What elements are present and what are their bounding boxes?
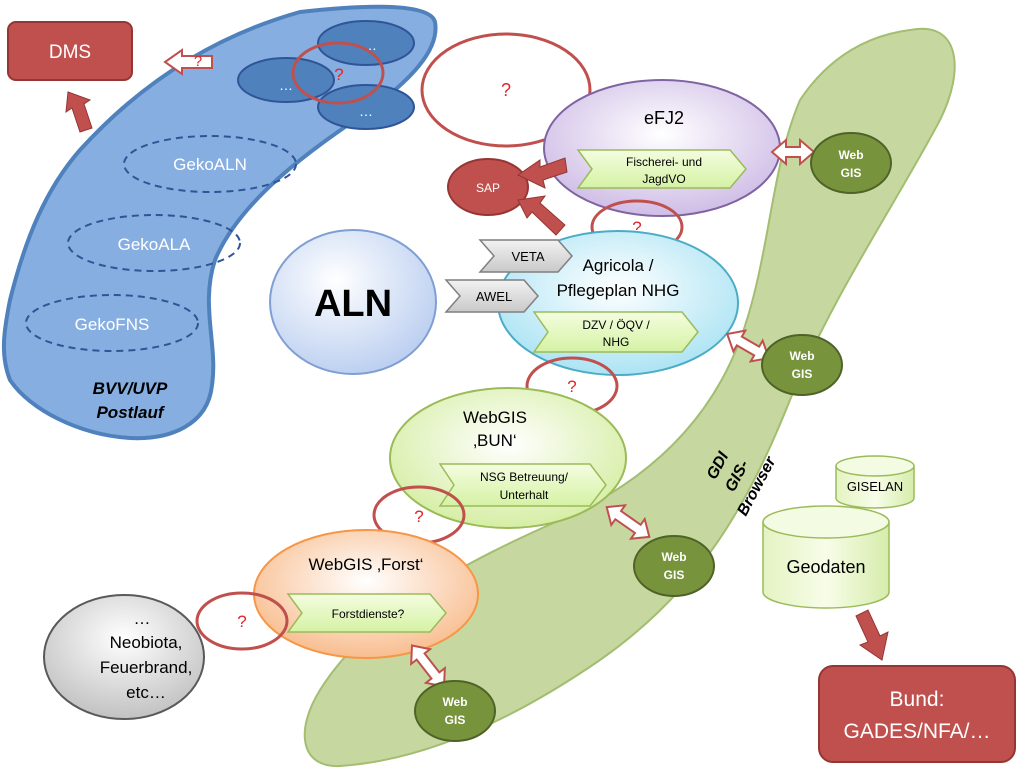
webgis-node[interactable] <box>414 680 496 742</box>
geko-aln-ellipse[interactable] <box>123 135 297 193</box>
bvv-caption-line2: Postlauf <box>96 403 165 422</box>
top-ellipse-1[interactable] <box>317 20 415 66</box>
arrow-to-dms <box>65 91 93 133</box>
question-mark: ? <box>567 377 576 396</box>
aln-ellipse[interactable] <box>269 229 437 375</box>
sap-ellipse[interactable] <box>447 158 529 216</box>
sap-label: SAP <box>476 181 500 195</box>
webgis-node[interactable] <box>633 535 715 597</box>
question-ring <box>195 591 289 651</box>
awel-tag[interactable] <box>444 279 539 313</box>
agricola-tag-line1: DZV / ÖQV / <box>582 318 650 332</box>
dms-box[interactable] <box>7 21 133 81</box>
giselan-label: GISELAN <box>847 479 903 494</box>
question-ring <box>420 32 592 148</box>
agricola-tag[interactable] <box>532 311 699 353</box>
webgis-bun-title-line2: ‚BUN‘ <box>473 431 516 450</box>
webgis-bun-tag-line1: NSG Betreuung/ <box>480 470 569 484</box>
efj2-tag[interactable] <box>576 149 747 189</box>
webgis-node-line1: Web <box>789 349 814 363</box>
webgis-node-line1: Web <box>442 695 467 709</box>
misc-line1: … <box>134 609 151 628</box>
misc-line4: etc… <box>126 683 166 702</box>
webgis-node-line2: GIS <box>792 367 813 381</box>
geodaten-label: Geodaten <box>786 557 865 577</box>
efj2-ellipse[interactable] <box>543 79 781 217</box>
question-mark: ? <box>632 218 641 237</box>
webgis-node-line1: Web <box>838 148 863 162</box>
webgis-node[interactable] <box>761 334 843 396</box>
misc-ellipse[interactable] <box>43 594 205 720</box>
webgis-bun-title-line1: WebGIS <box>463 408 527 427</box>
bund-line1: Bund: <box>890 688 945 711</box>
question-mark: ? <box>414 507 423 526</box>
efj2-title: eFJ2 <box>644 108 684 128</box>
misc-line3: Feuerbrand, <box>100 658 193 677</box>
agricola-title-line2: Pflegeplan NHG <box>557 281 680 300</box>
geodaten-cylinder[interactable] <box>762 505 890 609</box>
arrow-agricola-to-sap <box>517 195 566 236</box>
agricola-title-line1: Agricola / <box>583 256 654 275</box>
arrow-to-bund <box>855 609 889 661</box>
geko-fns-ellipse[interactable] <box>25 294 199 352</box>
geko-ala-ellipse[interactable] <box>67 214 241 272</box>
webgis-forst-title: WebGIS ‚Forst‘ <box>309 555 424 574</box>
webgis-node-line1: Web <box>661 550 686 564</box>
double-arrow <box>605 504 651 540</box>
veta-label: VETA <box>512 249 545 264</box>
webgis-node[interactable] <box>810 132 892 194</box>
question-mark: ? <box>501 80 511 100</box>
webgis-bun-tag[interactable] <box>438 463 607 507</box>
aln-label: ALN <box>314 283 392 325</box>
dms-label: DMS <box>49 42 91 63</box>
top-ellipse-2[interactable] <box>237 57 335 103</box>
geko-fns-label: GekoFNS <box>75 315 150 334</box>
misc-line2: Neobiota, <box>110 633 183 652</box>
question-mark: ? <box>237 612 246 631</box>
webgis-node-line2: GIS <box>445 713 466 727</box>
webgis-forst-tag-label: Forstdienste? <box>332 607 405 621</box>
bund-line2: GADES/NFA/… <box>843 720 990 743</box>
top-ellipse-2-label: … <box>279 77 293 93</box>
agricola-tag-line2: NHG <box>603 335 630 349</box>
veta-tag[interactable] <box>478 239 573 273</box>
geko-aln-label: GekoALN <box>173 155 247 174</box>
top-ellipse-3[interactable] <box>317 84 415 130</box>
arrow-efj2-to-sap <box>517 157 568 189</box>
bund-box[interactable] <box>818 665 1016 763</box>
arrow-outline-left <box>163 48 213 76</box>
webgis-bun-tag-line2: Unterhalt <box>500 488 549 502</box>
question-mark: ? <box>194 53 202 70</box>
webgis-node-line2: GIS <box>841 166 862 180</box>
efj2-tag-line1: Fischerei- und <box>626 155 702 169</box>
webgis-forst-tag[interactable] <box>286 593 447 633</box>
question-ring <box>291 41 385 105</box>
geko-ala-label: GekoALA <box>118 235 191 254</box>
giselan-cylinder[interactable] <box>835 455 915 509</box>
awel-label: AWEL <box>476 289 512 304</box>
question-mark: ? <box>334 65 343 84</box>
efj2-tag-line2: JagdVO <box>642 172 685 186</box>
bvv-caption-line1: BVV/UVP <box>93 379 168 398</box>
top-ellipse-3-label: … <box>359 103 373 119</box>
webgis-node-line2: GIS <box>664 568 685 582</box>
